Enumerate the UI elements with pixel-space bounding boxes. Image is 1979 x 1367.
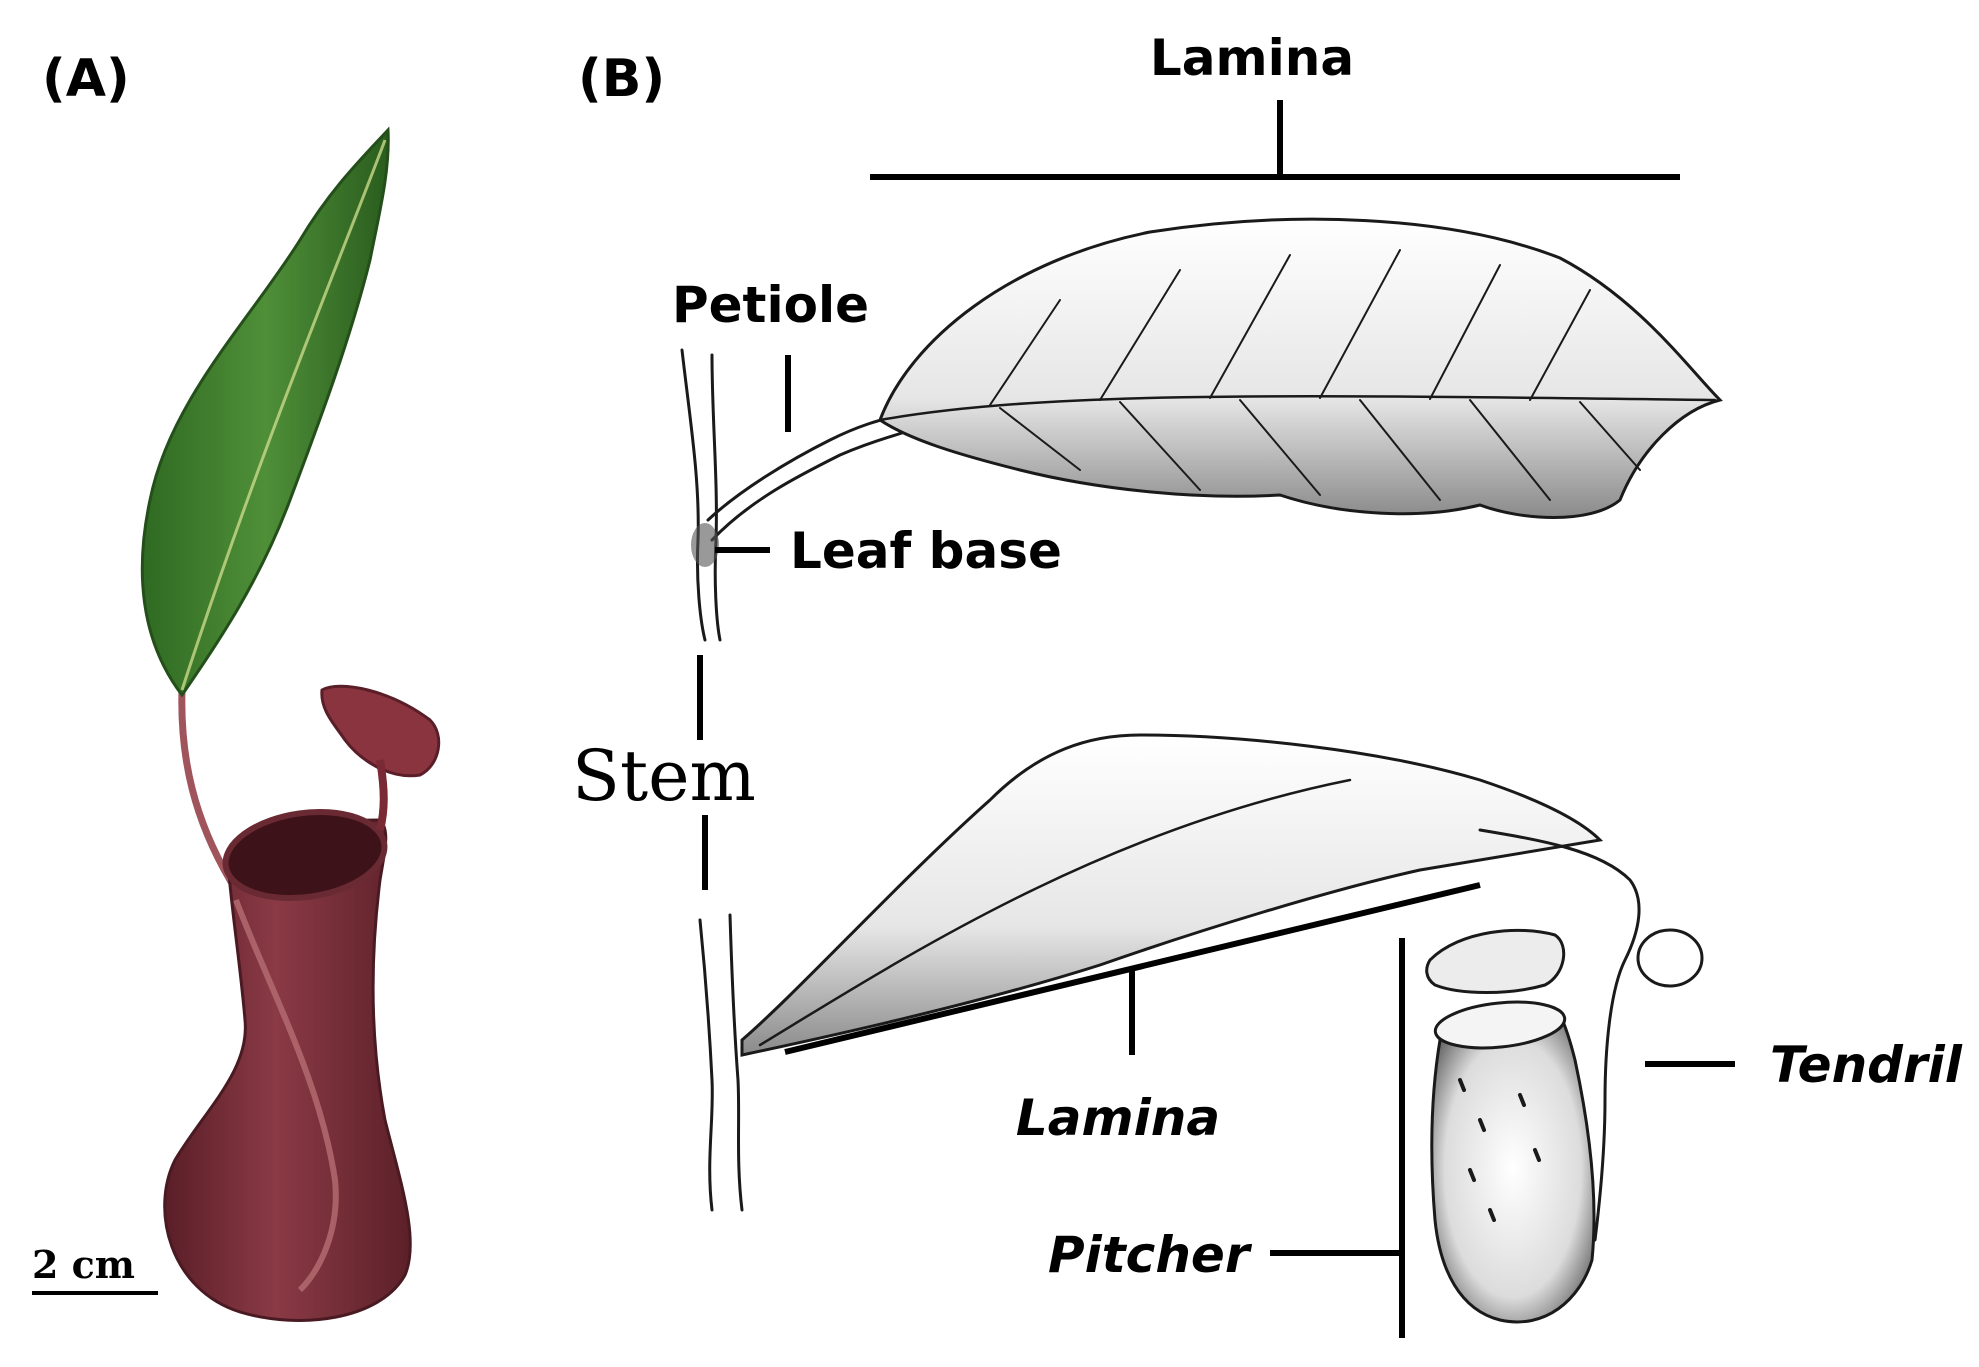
top-annotations: Lamina Petiole Leaf base bbox=[672, 29, 1680, 580]
scale-bar-label: 2 cm bbox=[32, 1242, 135, 1287]
leaf-veins-drawing bbox=[989, 249, 1641, 501]
label-tendril: Tendril bbox=[1770, 1036, 1963, 1094]
photo-pitcher-lid bbox=[320, 684, 441, 778]
pitcher-mouth-drawing bbox=[1433, 1000, 1567, 1050]
label-stem: Stem bbox=[572, 735, 756, 817]
panel-a: (A) 2 cm bbox=[32, 49, 441, 1322]
leaf-base-drawing bbox=[691, 523, 719, 567]
label-leaf-base: Leaf base bbox=[790, 522, 1062, 580]
leaf-midrib-drawing bbox=[878, 394, 1717, 422]
pitcher-spots-drawing bbox=[1458, 1078, 1541, 1222]
pitcher-body-drawing bbox=[1430, 1013, 1596, 1324]
stem-upper-drawing bbox=[680, 348, 722, 642]
bottom-annotations: Lamina Tendril Pitcher bbox=[784, 882, 1963, 1338]
panel-b-label: (B) bbox=[578, 49, 665, 109]
pitcher-lamina-drawing bbox=[740, 733, 1604, 1057]
pitcher-leaf-drawing bbox=[698, 733, 1704, 1324]
label-lamina-bottom: Lamina bbox=[1016, 1089, 1220, 1147]
photo-leaf-blade bbox=[140, 126, 390, 698]
photo-lid-stalk bbox=[376, 759, 388, 831]
tendril-drawing bbox=[1478, 828, 1641, 1242]
petiole-drawing bbox=[706, 413, 907, 542]
stem-annotation: Stem bbox=[572, 655, 756, 890]
nepenthes-photo-illustration bbox=[140, 126, 441, 1322]
panel-a-label: (A) bbox=[42, 49, 130, 109]
leaf-blade-drawing bbox=[878, 217, 1723, 519]
tendril-loop-drawing bbox=[1636, 928, 1704, 988]
label-petiole: Petiole bbox=[672, 276, 869, 334]
pitcher-lid-drawing bbox=[1425, 928, 1566, 994]
normal-leaf-drawing bbox=[680, 217, 1723, 642]
pitcher-lamina-fold bbox=[758, 778, 1352, 1047]
photo-tendril-wrap bbox=[233, 898, 339, 1293]
photo-pitcher-mouth bbox=[222, 808, 388, 902]
panel-b: (B) Lamina Petiole Leaf base bbox=[572, 29, 1963, 1338]
label-lamina-top: Lamina bbox=[1150, 29, 1354, 87]
photo-leaf-midrib bbox=[180, 139, 387, 691]
label-pitcher: Pitcher bbox=[1048, 1226, 1253, 1284]
stem-lower-drawing bbox=[698, 913, 744, 1212]
